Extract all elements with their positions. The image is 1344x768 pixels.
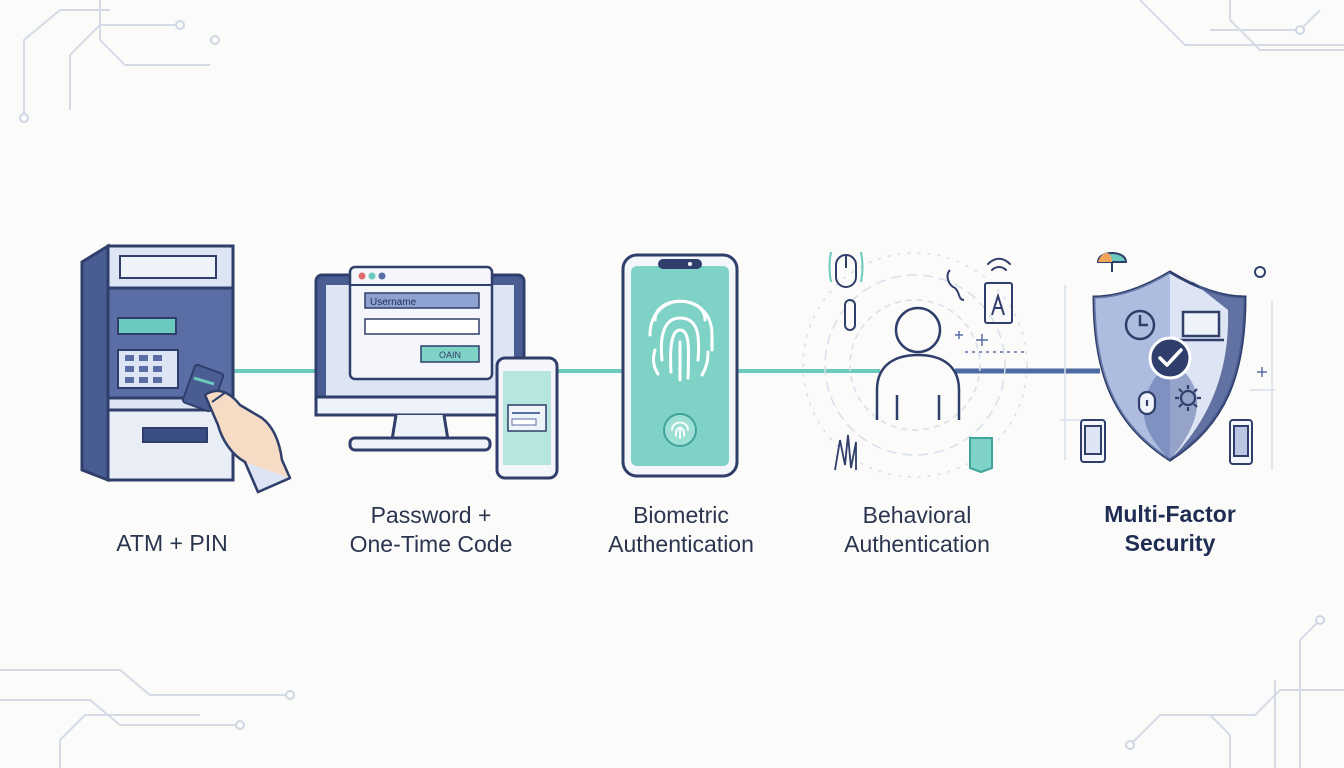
checkmark-icon xyxy=(1150,338,1190,378)
smartphone-icon xyxy=(1230,420,1252,464)
stage-label-line: Biometric xyxy=(571,501,791,530)
stage-label-line: Password + xyxy=(321,501,541,530)
stage-label-password-otp: Password +One-Time Code xyxy=(321,501,541,559)
umbrella-icon xyxy=(1098,253,1126,272)
stage-label-line: Behavioral xyxy=(807,501,1027,530)
stage-label-line: One-Time Code xyxy=(321,530,541,559)
stage-label-line: Multi-Factor xyxy=(1060,500,1280,529)
smartphone-icon xyxy=(1081,420,1105,462)
stage-label-line: Authentication xyxy=(807,530,1027,559)
stage-label-atm: ATM + PIN xyxy=(62,529,282,558)
stage-label-line: Security xyxy=(1060,529,1280,558)
stage-label-line: ATM + PIN xyxy=(62,529,282,558)
lock-icon xyxy=(1139,392,1155,414)
laptop-icon xyxy=(1178,312,1224,340)
stage-label-line: Authentication xyxy=(571,530,791,559)
